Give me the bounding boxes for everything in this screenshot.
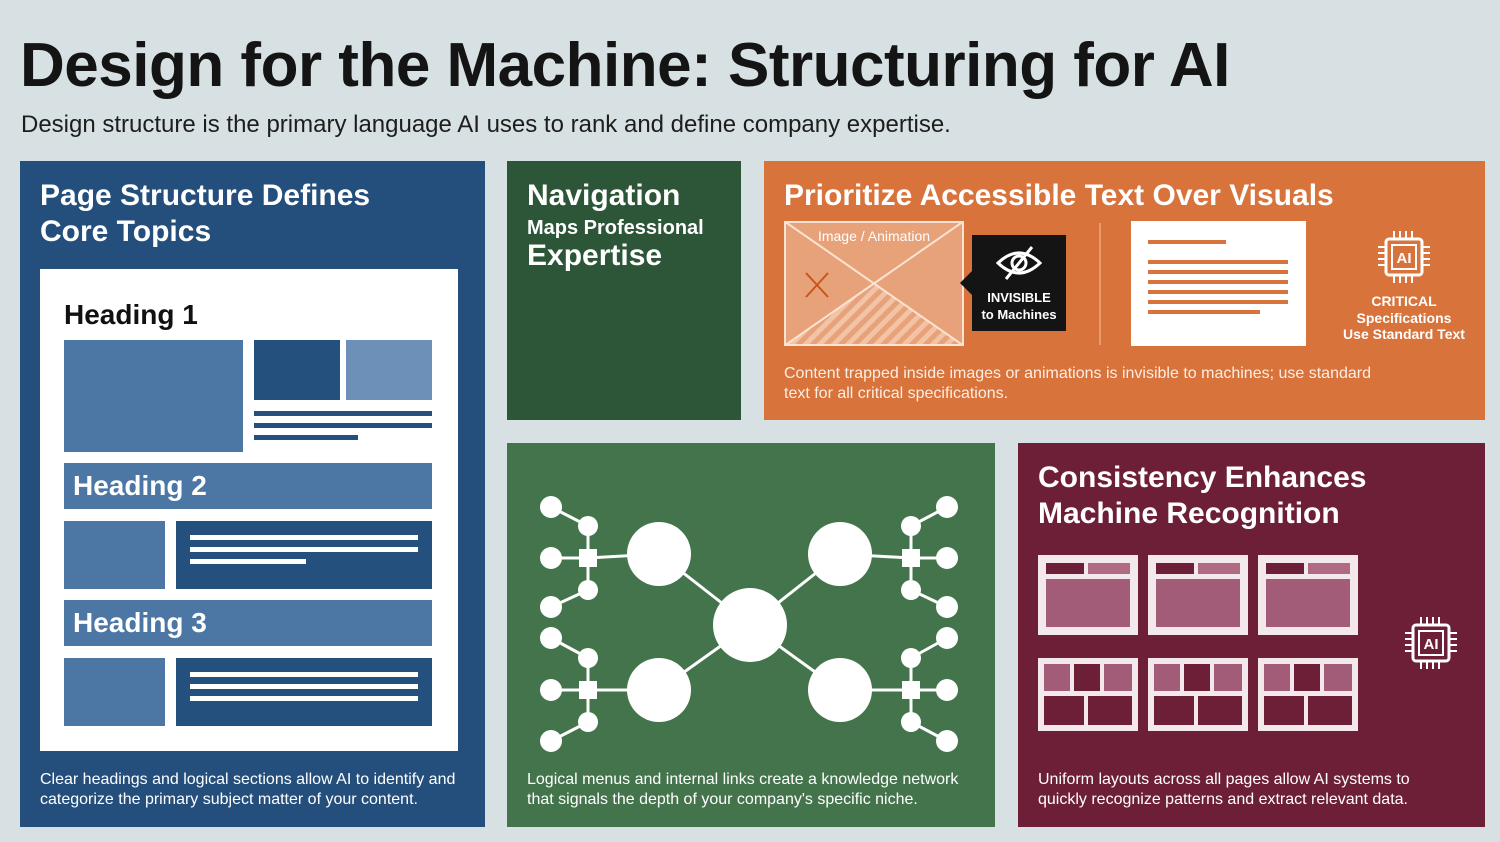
heading-3-bar: Heading 3	[64, 600, 432, 646]
link-node	[579, 681, 597, 699]
text-line	[190, 547, 418, 552]
text-line	[254, 435, 358, 440]
text-line	[1148, 280, 1288, 284]
network-nodes	[540, 496, 958, 752]
page-structure-title: Page Structure Defines Core Topics	[40, 178, 370, 250]
navigation-caption-line2: that signals the depth of your company's…	[527, 791, 918, 809]
use-standard-text-label: Use Standard Text	[1343, 326, 1465, 343]
ai-chip-icon: AI	[1378, 231, 1430, 283]
accessible-text-panel: Prioritize Accessible Text Over Visuals …	[764, 161, 1485, 420]
page-structure-caption: Clear headings and logical sections allo…	[40, 770, 480, 811]
text-line	[190, 672, 418, 677]
image-block	[254, 340, 340, 400]
specifications-label: Specifications	[1356, 309, 1452, 326]
ai-chip-label: AI	[1397, 250, 1412, 267]
text-line	[190, 535, 418, 540]
image-block	[64, 658, 165, 726]
text-line	[1148, 270, 1288, 274]
image-animation-label: Image / Animation	[817, 228, 931, 244]
image-block	[346, 340, 432, 400]
critical-specs-label: CRITICAL Specifications Use Standard Tex…	[1334, 293, 1474, 343]
text-document-icon	[1131, 221, 1306, 346]
accessible-text-title: Prioritize Accessible Text Over Visuals	[784, 179, 1334, 212]
knowledge-network-panel: Logical menus and internal links create …	[507, 443, 995, 827]
text-line	[190, 559, 306, 564]
invisible-label: INVISIBLE	[987, 290, 1051, 305]
to-machines-label: to Machines	[981, 307, 1057, 322]
image-block	[64, 340, 243, 452]
knowledge-network-diagram	[540, 496, 958, 752]
layout-template-icon	[1148, 658, 1248, 731]
accessible-text-caption-line1: Content trapped inside images or animati…	[784, 365, 1371, 382]
accessible-text-caption: Content trapped inside images or animati…	[784, 364, 1424, 405]
hub-node	[808, 522, 872, 586]
hub-node	[808, 658, 872, 722]
link-node	[579, 549, 597, 567]
consistency-caption-line2: quickly recognize patterns and extract r…	[1038, 791, 1408, 809]
document-wireframe: Heading 1 Heading 2 Heading 3	[40, 269, 458, 751]
consistency-caption-line1: Uniform layouts across all pages allow A…	[1038, 771, 1410, 788]
divider	[1099, 223, 1101, 345]
central-hub-node	[713, 588, 787, 662]
consistency-title: Consistency Enhances Machine Recognition	[1038, 460, 1366, 532]
hub-node	[627, 522, 691, 586]
text-line	[1148, 260, 1288, 264]
layout-template-icon	[1148, 555, 1248, 635]
page-structure-title-line2: Core Topics	[40, 215, 212, 248]
text-line	[190, 696, 418, 701]
page-structure-panel: Page Structure Defines Core Topics Headi…	[20, 161, 485, 827]
text-line	[254, 423, 432, 428]
text-block	[176, 521, 432, 589]
text-line	[190, 684, 418, 689]
text-line	[1148, 310, 1260, 314]
consistency-title-line2: Machine Recognition	[1038, 497, 1340, 530]
page-structure-caption-line2: categorize the primary subject matter of…	[40, 791, 418, 809]
text-line	[1148, 300, 1288, 304]
link-node	[902, 681, 920, 699]
image-block	[64, 521, 165, 589]
heading-2-bar: Heading 2	[64, 463, 432, 509]
ai-chip-icon: AI	[1405, 617, 1457, 669]
consistency-title-line1: Consistency Enhances	[1038, 461, 1367, 494]
link-node	[902, 549, 920, 567]
text-line	[254, 411, 432, 416]
layout-template-icon	[1038, 658, 1138, 731]
heading-2-label: Heading 2	[73, 470, 207, 501]
navigation-title-line1: Navigation	[527, 179, 681, 212]
layout-template-icon	[1258, 555, 1358, 635]
page-subtitle: Design structure is the primary language…	[21, 111, 951, 138]
heading-3-label: Heading 3	[73, 607, 207, 638]
text-block	[176, 658, 432, 726]
layout-template-icon	[1038, 555, 1138, 635]
page-title: Design for the Machine: Structuring for …	[20, 31, 1230, 100]
navigation-title-line2: Maps Professional	[527, 217, 704, 239]
consistency-panel: Consistency Enhances Machine Recognition	[1018, 443, 1485, 827]
ai-chip-label: AI	[1424, 636, 1439, 653]
hub-node	[627, 658, 691, 722]
layout-template-icon	[1258, 658, 1358, 731]
heading-1-label: Heading 1	[64, 299, 198, 330]
navigation-panel: Navigation Maps Professional Expertise	[507, 161, 741, 420]
navigation-caption: Logical menus and internal links create …	[527, 770, 987, 811]
page-structure-caption-line1: Clear headings and logical sections allo…	[40, 771, 456, 788]
invisible-badge: INVISIBLE to Machines	[960, 235, 1066, 331]
accessible-text-caption-line2: text for all critical specifications.	[784, 385, 1009, 403]
critical-label: CRITICAL	[1371, 293, 1437, 309]
page-structure-title-line1: Page Structure Defines	[40, 179, 371, 212]
consistency-caption: Uniform layouts across all pages allow A…	[1038, 770, 1468, 811]
eye-slash-icon	[995, 246, 1043, 280]
text-line	[1148, 290, 1288, 294]
navigation-caption-line1: Logical menus and internal links create …	[527, 771, 959, 788]
navigation-title-line3: Expertise	[527, 239, 663, 272]
text-line	[1148, 240, 1226, 244]
image-placeholder-icon: Image / Animation	[784, 221, 964, 346]
